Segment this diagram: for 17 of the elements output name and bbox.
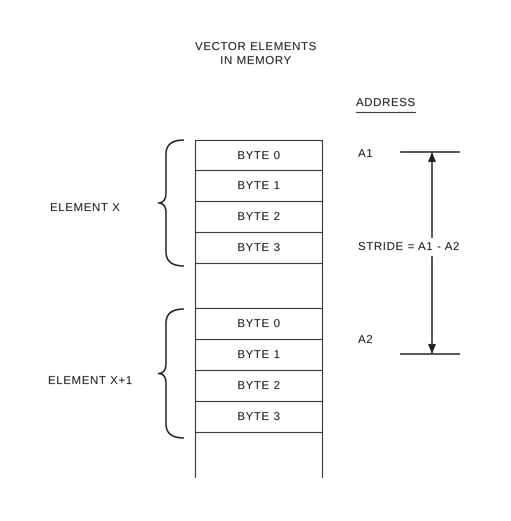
- column-heading: ADDRESS: [356, 97, 416, 113]
- element-label: ELEMENT X: [50, 202, 120, 214]
- element-label: ELEMENT X+1: [48, 375, 133, 387]
- memory-cell: BYTE 2: [195, 370, 323, 402]
- diagram-title: VECTOR ELEMENTS IN MEMORY: [194, 40, 318, 68]
- address-label: A1: [358, 148, 374, 160]
- memory-cell: BYTE 1: [195, 338, 323, 371]
- memory-cell: BYTE 0: [195, 308, 323, 340]
- memory-cell: BYTE 3: [195, 232, 323, 264]
- empty-memory-cell: [195, 262, 323, 309]
- memory-cell: BYTE 2: [195, 200, 323, 233]
- empty-memory-cell: [195, 432, 323, 478]
- memory-cell: BYTE 0: [195, 140, 323, 171]
- address-label: A2: [358, 334, 374, 346]
- memory-cell: BYTE 3: [195, 400, 323, 433]
- stride-label: STRIDE = A1 - A2: [358, 238, 460, 256]
- memory-cell: BYTE 1: [195, 170, 323, 202]
